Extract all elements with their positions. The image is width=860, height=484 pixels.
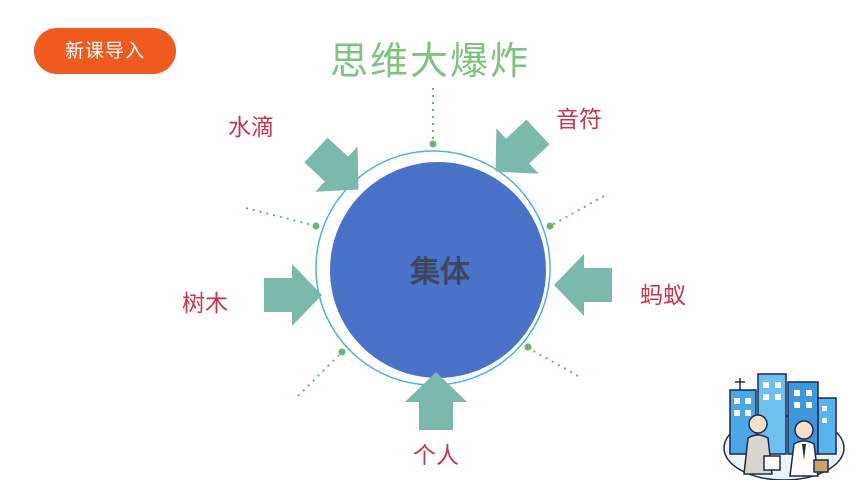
connector-line-right-lower bbox=[527, 347, 579, 377]
spoke-label-water-drop: 水滴 bbox=[228, 115, 274, 141]
connector-dot bbox=[312, 222, 320, 230]
connector-dot bbox=[546, 222, 554, 230]
spoke-label-individual: 个人 bbox=[413, 443, 459, 469]
connector-lines bbox=[245, 88, 605, 397]
connector-dot bbox=[524, 343, 532, 351]
arrow-icon bbox=[405, 372, 467, 430]
connector-dot bbox=[429, 140, 437, 148]
spoke-label-ant: 蚂蚁 bbox=[640, 283, 686, 309]
arrow-icon bbox=[304, 137, 359, 192]
spoke-label-music-note: 音符 bbox=[556, 107, 602, 133]
arrow-icon bbox=[495, 119, 550, 174]
spoke-label-tree: 树木 bbox=[182, 291, 228, 317]
connector-line-right-upper bbox=[551, 195, 605, 226]
connector-line-left-upper bbox=[245, 207, 317, 227]
arrow-icon bbox=[264, 264, 322, 326]
page-title: 思维大爆炸 bbox=[329, 39, 530, 83]
connector-dot bbox=[338, 348, 346, 356]
inward-arrows bbox=[264, 119, 612, 430]
center-label: 集体 bbox=[410, 255, 470, 290]
city-people-clipart bbox=[723, 373, 845, 480]
connector-line-left-lower bbox=[297, 351, 343, 397]
section-badge: 新课导入 bbox=[34, 28, 176, 74]
arrow-icon bbox=[554, 254, 612, 316]
connector-dots bbox=[312, 140, 554, 356]
center-circle bbox=[330, 162, 546, 378]
